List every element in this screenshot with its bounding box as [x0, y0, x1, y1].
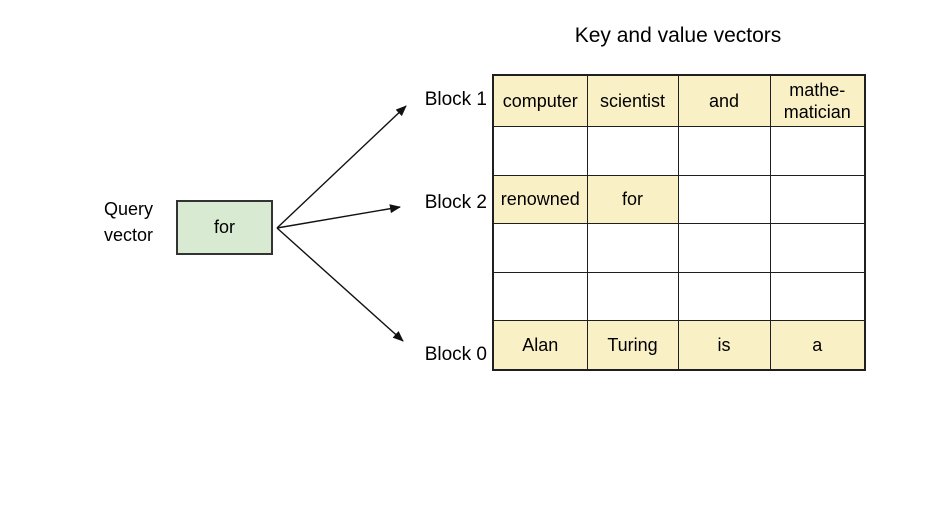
kv-table-cell — [677, 174, 771, 224]
query-box-text: for — [213, 217, 235, 237]
arrow-to-block-2 — [276, 204, 401, 229]
kv-table-row — [492, 271, 866, 321]
kv-table-cell — [492, 126, 588, 176]
kv-table-cell: Alan — [492, 320, 588, 370]
arrow-to-block-1 — [276, 105, 407, 229]
kv-table-cell: a — [769, 320, 866, 370]
kv-table-cell — [586, 126, 679, 176]
kv-table-cell: and — [677, 74, 771, 127]
kv-table-cell: Turing — [586, 320, 679, 370]
kv-table-cell — [677, 223, 771, 273]
kv-table-cell — [492, 271, 588, 321]
kv-table-cell — [586, 271, 679, 321]
kv-table-cell — [769, 271, 866, 321]
kv-table-cell — [586, 223, 679, 273]
query-vector-label: Query vector — [104, 199, 154, 245]
kv-table-cell: is — [677, 320, 771, 370]
block-2-label: Block 2 — [424, 192, 487, 213]
kv-table-cell — [492, 223, 588, 273]
kv-table-cell: mathe- matician — [769, 74, 866, 127]
arrow-to-block-0 — [276, 227, 404, 342]
kv-table-cell — [677, 271, 771, 321]
block-0-label: Block 0 — [424, 344, 487, 365]
kv-table-cell — [769, 174, 866, 224]
diagram-title: Key and value vectors — [574, 24, 782, 47]
kv-table-cell — [769, 223, 866, 273]
kv-table-cell: scientist — [586, 74, 679, 127]
kv-table-row — [492, 223, 866, 273]
kv-table-cell — [677, 126, 771, 176]
kv-table-cell: renowned — [492, 174, 588, 224]
kv-table-cell: computer — [492, 74, 588, 127]
kv-table-cell — [769, 126, 866, 176]
kv-table-row — [492, 126, 866, 176]
kv-table-cell: for — [586, 174, 679, 224]
query-vector-box: for — [176, 200, 273, 255]
block-1-label: Block 1 — [424, 89, 487, 110]
